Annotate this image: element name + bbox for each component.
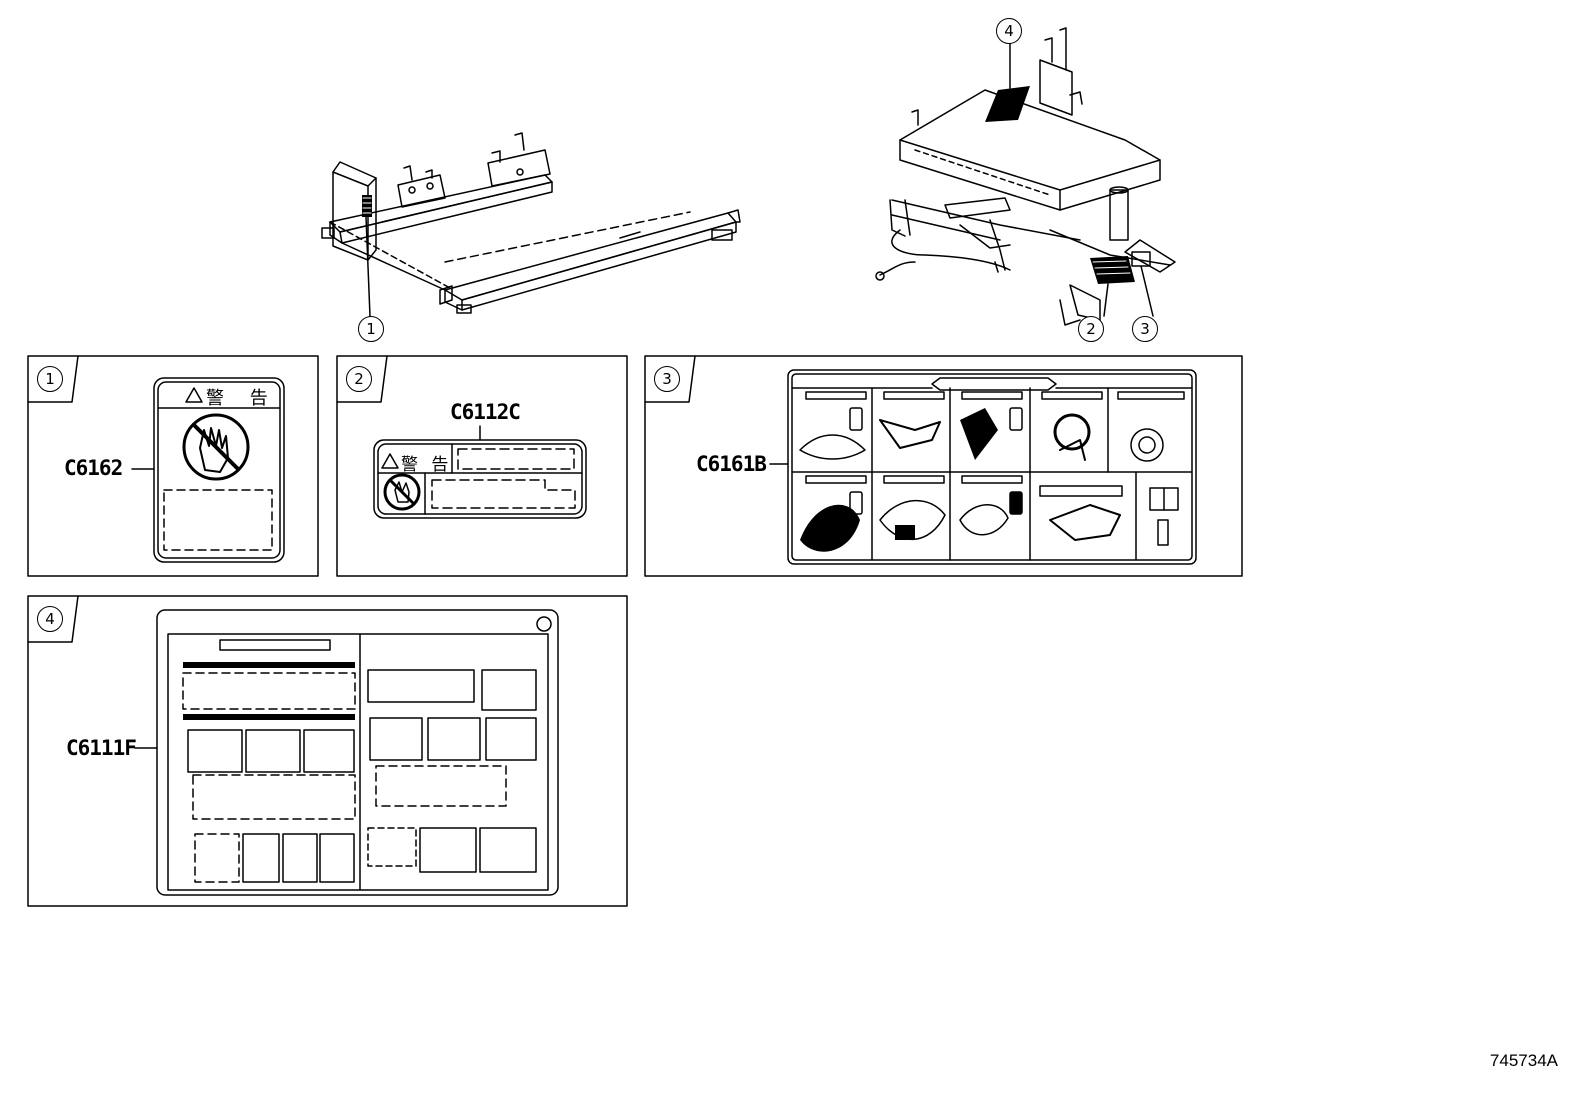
panel-2-index: 2 — [346, 366, 372, 392]
part-code-c6162: C6162 — [64, 456, 123, 480]
label-c6161b-graphic — [769, 369, 1197, 565]
label-c6111f-graphic — [134, 609, 559, 896]
part-code-c6112c: C6112C — [450, 400, 521, 424]
panel-2-frame — [336, 355, 628, 577]
leader-line-1 — [365, 216, 371, 317]
part-code-c6161b: C6161B — [696, 452, 767, 476]
callout-4: 4 — [996, 18, 1022, 44]
leader-line-3 — [1140, 265, 1154, 317]
panel-3-frame — [644, 355, 1243, 577]
mechanism-assembly-right — [875, 27, 1176, 326]
label-c6162-graphic — [131, 377, 285, 563]
leader-line-2 — [1103, 283, 1109, 317]
label-c6162-header: 警 告 — [206, 388, 278, 409]
frame-assembly-left — [321, 132, 741, 314]
callout-2: 2 — [1078, 316, 1104, 342]
panel-1-index: 1 — [37, 366, 63, 392]
part-code-c6111f: C6111F — [66, 736, 137, 760]
panel-3-index: 3 — [654, 366, 680, 392]
illustration-reference-number: 745734A — [1489, 1051, 1558, 1070]
callout-3: 3 — [1132, 316, 1158, 342]
panel-4-index: 4 — [37, 606, 63, 632]
callout-1: 1 — [358, 316, 384, 342]
panel-1-frame — [27, 355, 319, 577]
label-c6112c-header: 警 告 — [401, 455, 453, 475]
panel-4-frame — [27, 595, 628, 907]
label-c6112c-graphic — [373, 425, 587, 519]
